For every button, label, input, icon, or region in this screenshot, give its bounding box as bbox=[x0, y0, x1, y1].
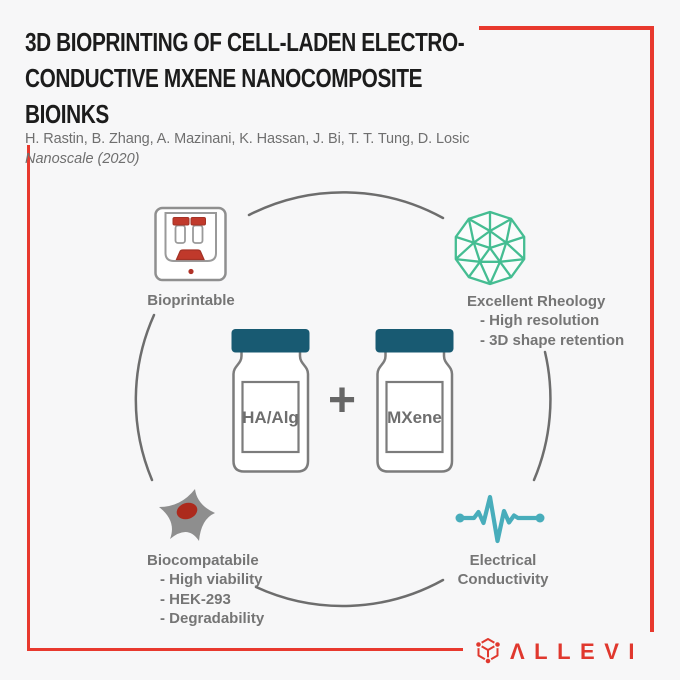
vial-label-box bbox=[241, 380, 300, 454]
cell-icon bbox=[159, 489, 215, 541]
vial-ha-alg: HA/Alg bbox=[231, 329, 310, 473]
plus-sign: + bbox=[327, 374, 357, 427]
allevi-molecule-icon bbox=[474, 638, 502, 665]
frame-right-vertical bbox=[650, 26, 654, 632]
biocompatible-item: - HEK-293 bbox=[160, 590, 231, 608]
rheology-item: - 3D shape retention bbox=[480, 331, 625, 349]
frame-left-vertical bbox=[27, 145, 30, 651]
arc-top bbox=[247, 191, 445, 220]
vial-cap bbox=[375, 329, 454, 353]
frame-top-right-horizontal bbox=[479, 26, 654, 30]
vial-label: MXene bbox=[387, 408, 442, 427]
vial-label: HA/Alg bbox=[242, 408, 299, 427]
arc-bottom bbox=[254, 578, 445, 608]
feature-label-biocompatible: Biocompatabile bbox=[147, 552, 259, 569]
bioprinter-icon bbox=[154, 206, 227, 282]
arc-right bbox=[532, 350, 552, 482]
connector-arcs bbox=[134, 191, 552, 608]
feature-label-bioprintable: Bioprintable bbox=[147, 292, 235, 309]
authors-line: H. Rastin, B. Zhang, A. Mazinani, K. Has… bbox=[25, 131, 470, 147]
feature-block-biocompatible: Biocompatabile - High viability - HEK-29… bbox=[147, 551, 264, 629]
title-line-1: 3D BIOPRINTING OF CELL-LADEN ELECTRO- bbox=[25, 27, 465, 57]
page-title: 3D BIOPRINTING OF CELL-LADEN ELECTRO- CO… bbox=[25, 24, 585, 132]
vial-mxene: MXene bbox=[375, 329, 454, 473]
arc-left bbox=[134, 313, 156, 482]
biocompatible-item: - High viability bbox=[160, 571, 263, 588]
frame-bottom-left-horizontal bbox=[27, 648, 463, 651]
vial-cap bbox=[231, 329, 310, 353]
rheology-item: - High resolution bbox=[480, 312, 600, 329]
biocompatible-item: - Degradability bbox=[160, 610, 265, 627]
feature-block-rheology: Excellent Rheology - High resolution - 3… bbox=[467, 292, 624, 350]
allevi-wordmark: ΛLLEVI bbox=[510, 639, 645, 664]
pulse-icon bbox=[455, 494, 545, 544]
title-line-3: BIOINKS bbox=[25, 99, 109, 129]
vial-label-box bbox=[385, 380, 444, 454]
geodesic-sphere-icon bbox=[454, 210, 526, 286]
feature-label-rheology: Excellent Rheology bbox=[467, 293, 606, 310]
title-line-2: CONDUCTIVE MXENE NANOCOMPOSITE bbox=[25, 63, 423, 93]
feature-label-electrical: Electrical Conductivity bbox=[457, 552, 549, 588]
journal-line: Nanoscale (2020) bbox=[25, 151, 140, 167]
